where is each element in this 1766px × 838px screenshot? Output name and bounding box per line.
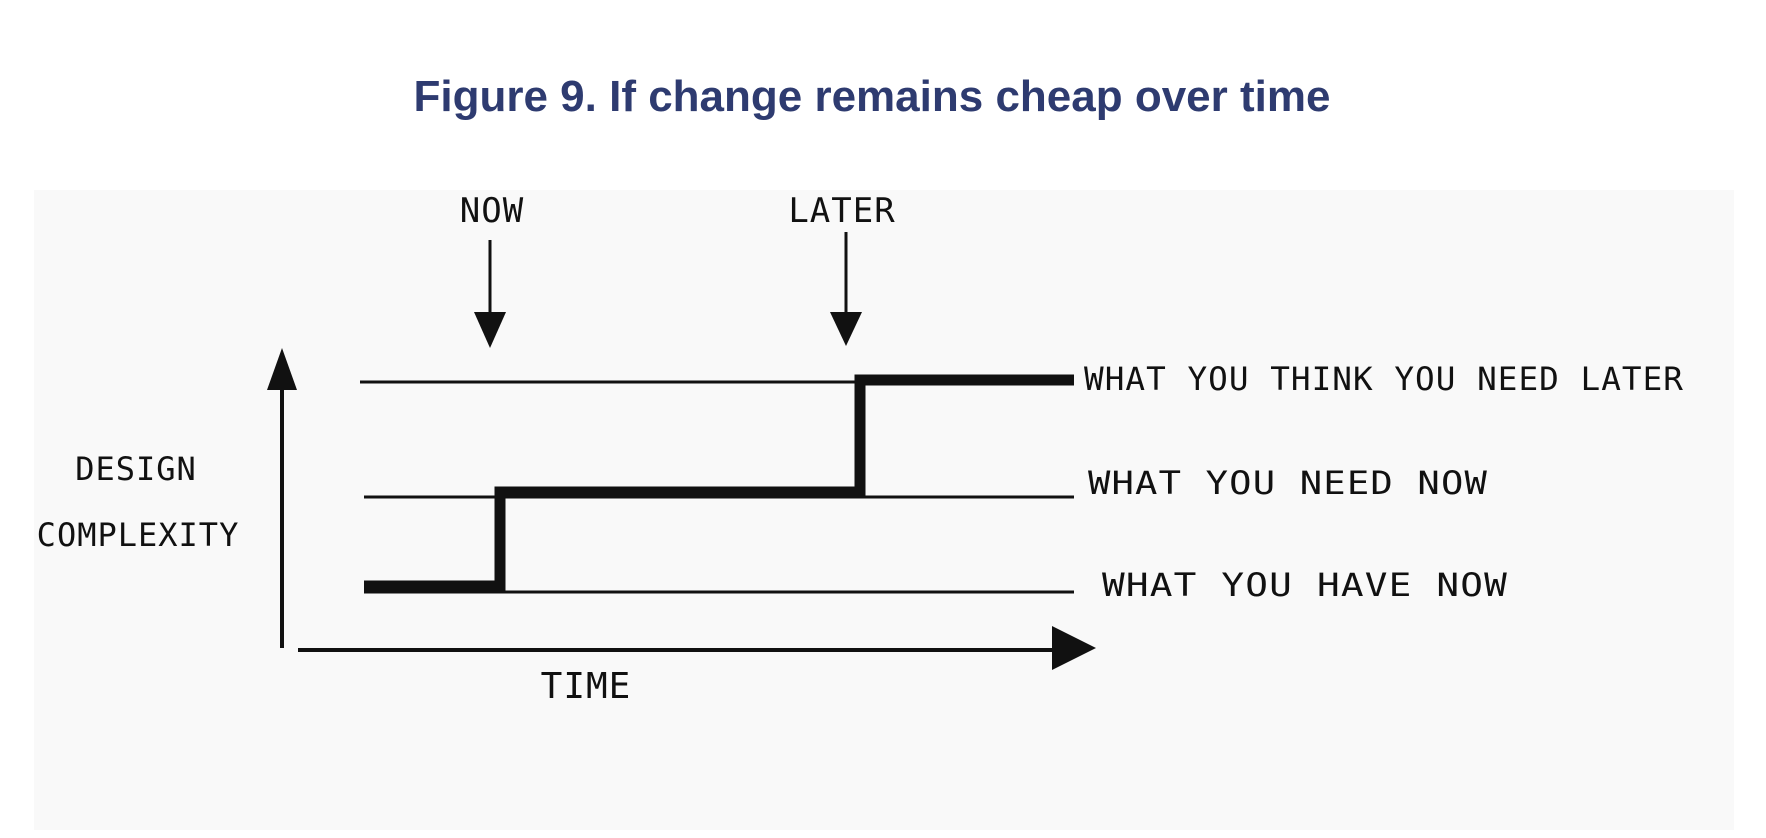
level-label-need-now: WHAT YOU NEED NOW [1088, 464, 1488, 502]
marker-arrow-now-head [474, 312, 506, 348]
marker-arrow-later-head [830, 312, 862, 346]
marker-label-now: NOW [460, 191, 524, 231]
y-axis-arrowhead [267, 348, 297, 390]
y-axis-label-line-2: COMPLEXITY [37, 516, 240, 554]
level-label-need-later: WHAT YOU THINK YOU NEED LATER [1084, 360, 1684, 398]
x-axis-arrowhead [1052, 626, 1096, 670]
y-axis-label-line-1: DESIGN [75, 450, 197, 488]
design-complexity-diagram: NOW LATER DESIGN COMPLEXITY TIME WHAT YO… [37, 191, 1684, 707]
figure-title: Figure 9. If change remains cheap over t… [413, 72, 1331, 121]
marker-label-later: LATER [788, 191, 895, 231]
x-axis-label: TIME [541, 666, 632, 707]
level-label-have-now: WHAT YOU HAVE NOW [1102, 566, 1508, 604]
diagram-panel: NOW LATER DESIGN COMPLEXITY TIME WHAT YO… [34, 190, 1734, 830]
design-step-line [364, 374, 1074, 592]
